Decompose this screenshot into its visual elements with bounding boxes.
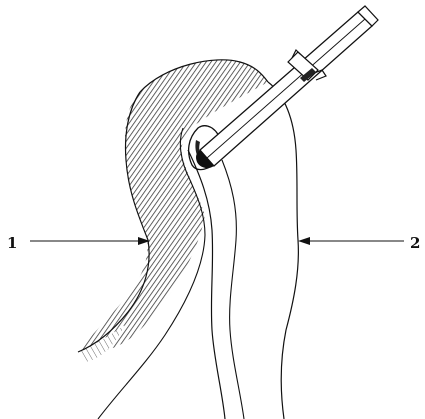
callout-label-2: 2	[410, 236, 420, 251]
callout-label-1: 1	[7, 236, 17, 251]
outer-contour-right	[268, 82, 298, 419]
callout-arrow-2	[298, 237, 404, 245]
shaded-fold-region	[78, 60, 268, 353]
callout-arrow-1	[30, 237, 150, 245]
inner-contour	[222, 160, 244, 419]
